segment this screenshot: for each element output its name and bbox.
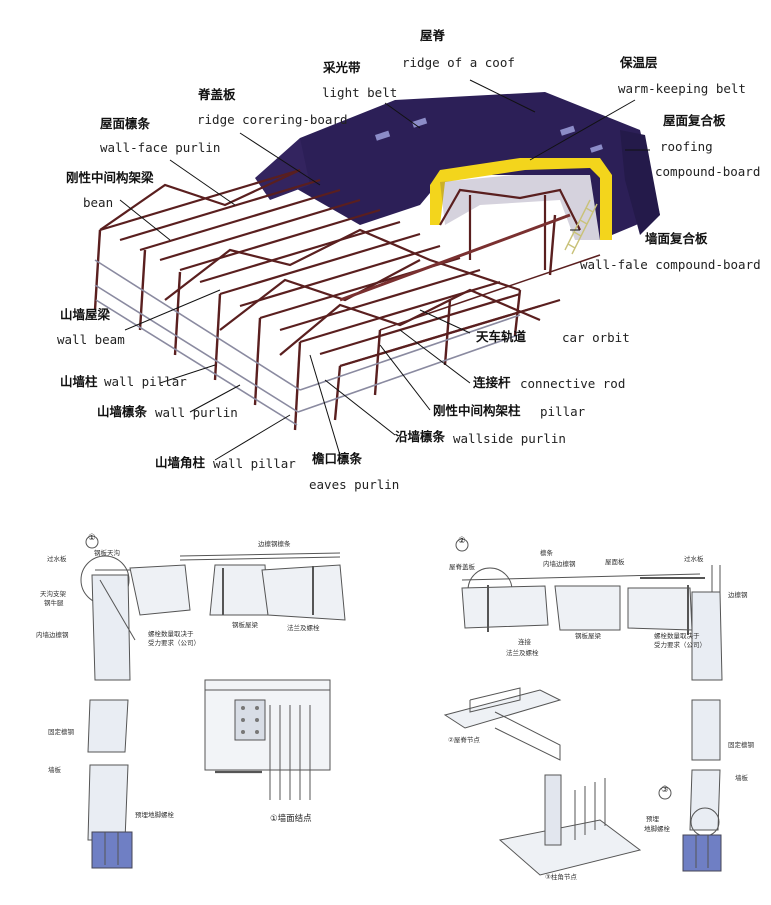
detail-2-number: ② (458, 536, 466, 546)
label-eaves-en: eaves purlin (309, 477, 400, 492)
detail-2-marker (455, 538, 469, 552)
column-base-2 (682, 834, 722, 872)
detail-1 (80, 535, 346, 869)
d1-label-c: 天沟支架 (40, 590, 66, 598)
detail-3-marker (658, 786, 672, 800)
label-warm-cn: 保温层 (620, 55, 658, 70)
d2-caption: ②屋脊节点 (448, 736, 480, 744)
connective-rod (379, 254, 601, 331)
label-connrod-en: connective rod (520, 376, 626, 391)
d1-label-a: 过水板 (47, 555, 67, 563)
label-light-cn: 采光带 (323, 60, 361, 75)
d1-label-j: 钢板屋梁 (232, 621, 258, 629)
d2-label-h: 法兰及螺栓 (506, 649, 539, 657)
d1-label-e: 内墙边檩钢 (36, 631, 69, 639)
d2-label-g: 连接 (518, 638, 531, 646)
d2-label-m: 墙板 (735, 774, 748, 782)
label-eaves-cn: 檐口檩条 (312, 451, 363, 466)
detail-3-number: ③ (661, 785, 669, 795)
d2-label-i: 钢板屋梁 (575, 632, 601, 640)
label-connrod-cn: 连接杆 (473, 375, 511, 390)
label-wallbeam-cn: 山墙屋梁 (60, 307, 111, 322)
label-pillar-en: pillar (540, 404, 586, 419)
warm-keeping-belt (430, 158, 612, 240)
label-wallcomp-en: wall-fale compound-board (580, 257, 761, 272)
label-roofcomp-en2: compound-board (655, 164, 761, 179)
label-light-en: light belt (322, 85, 398, 100)
d1-label-h: 预埋地脚螺栓 (135, 811, 174, 819)
d2-label-a: 屋脊盖板 (449, 563, 475, 571)
d1-caption: ①墙面结点 (270, 814, 312, 824)
d1-label-l: 螺栓数量取决于 (148, 630, 194, 638)
d2-label-b: 檩条 (540, 549, 553, 557)
label-wallpillar-en: wall pillar (104, 374, 187, 389)
detail-2 (443, 538, 723, 876)
label-wfpurlin-en: wall-face purlin (100, 140, 221, 155)
label-bean-cn: 刚性中间构架梁 (66, 170, 154, 185)
label-wfpurlin-cn: 屋面檩条 (100, 116, 151, 131)
label-warm-en: warm-keeping belt (618, 81, 746, 96)
d2-label-d: 屋面板 (605, 558, 625, 566)
label-wallbeam-en: wall beam (57, 332, 125, 347)
d2-label-o: 地脚螺栓 (644, 825, 670, 833)
ladder (564, 199, 598, 255)
detail-1-marker (85, 535, 99, 549)
label-wallpurlin-en: wall purlin (155, 405, 238, 420)
d3-caption: ③柱角节点 (545, 873, 577, 881)
label-pillar-cn: 刚性中间构架柱 (433, 403, 521, 418)
label-bean-en: bean (83, 195, 114, 210)
d1-label-k: 法兰及螺栓 (287, 624, 320, 632)
label-wallpillar-cn: 山墙柱 (60, 374, 98, 389)
d2-label-e: 过水板 (684, 555, 704, 563)
label-wallside-en: wallside purlin (453, 431, 566, 446)
leader-lines (119, 79, 650, 461)
label-ridge-cn: 屋脊 (420, 28, 446, 43)
d1-label-i: 边檩钢檩条 (258, 540, 291, 548)
d1-label-f: 固定檩钢 (48, 728, 74, 736)
label-roofcomp-cn: 屋面复合板 (663, 113, 726, 128)
label-ridge-en: ridge of a coof (402, 55, 515, 70)
d1-label-d: 钢牛腿 (44, 599, 64, 607)
wall-girts (94, 259, 521, 426)
label-wallcomp-cn: 墙面复合板 (645, 231, 708, 246)
d2-label-f: 边檩钢 (728, 591, 748, 599)
wall-pillars (93, 214, 557, 431)
d2-label-n: 预埋 (646, 815, 659, 823)
label-roofcomp-en1: roofing (660, 139, 713, 154)
label-corner-cn: 山墙角柱 (155, 455, 206, 470)
d1-label-g: 墙板 (48, 766, 61, 774)
d1-label-m: 受力要求（公司） (148, 639, 200, 647)
label-carorbit-en: car orbit (562, 330, 630, 345)
label-ridgecover-cn: 脊盖板 (198, 87, 236, 102)
car-orbit-rail (339, 213, 571, 302)
column-base-1 (91, 831, 133, 869)
building-3d (93, 92, 660, 431)
d1-label-b: 钢板天沟 (94, 549, 120, 557)
d2-label-l: 固定檩钢 (728, 741, 754, 749)
label-wallside-cn: 沿墙檩条 (395, 429, 446, 444)
label-carorbit-cn: 天车轨道 (476, 329, 527, 344)
wall-compound-board (620, 130, 660, 235)
insulation-fill (440, 168, 600, 240)
d2-label-k: 受力要求（公司） (654, 641, 706, 649)
label-corner-en: wall pillar (213, 456, 296, 471)
d2-label-j: 螺栓数量取决于 (654, 632, 700, 640)
detail-1-number: ① (88, 533, 96, 543)
d2-label-c: 内墙边檩钢 (543, 560, 576, 568)
label-wallpurlin-cn: 山墙檩条 (97, 404, 148, 419)
label-ridgecover-en: ridge corering-board (197, 112, 348, 127)
